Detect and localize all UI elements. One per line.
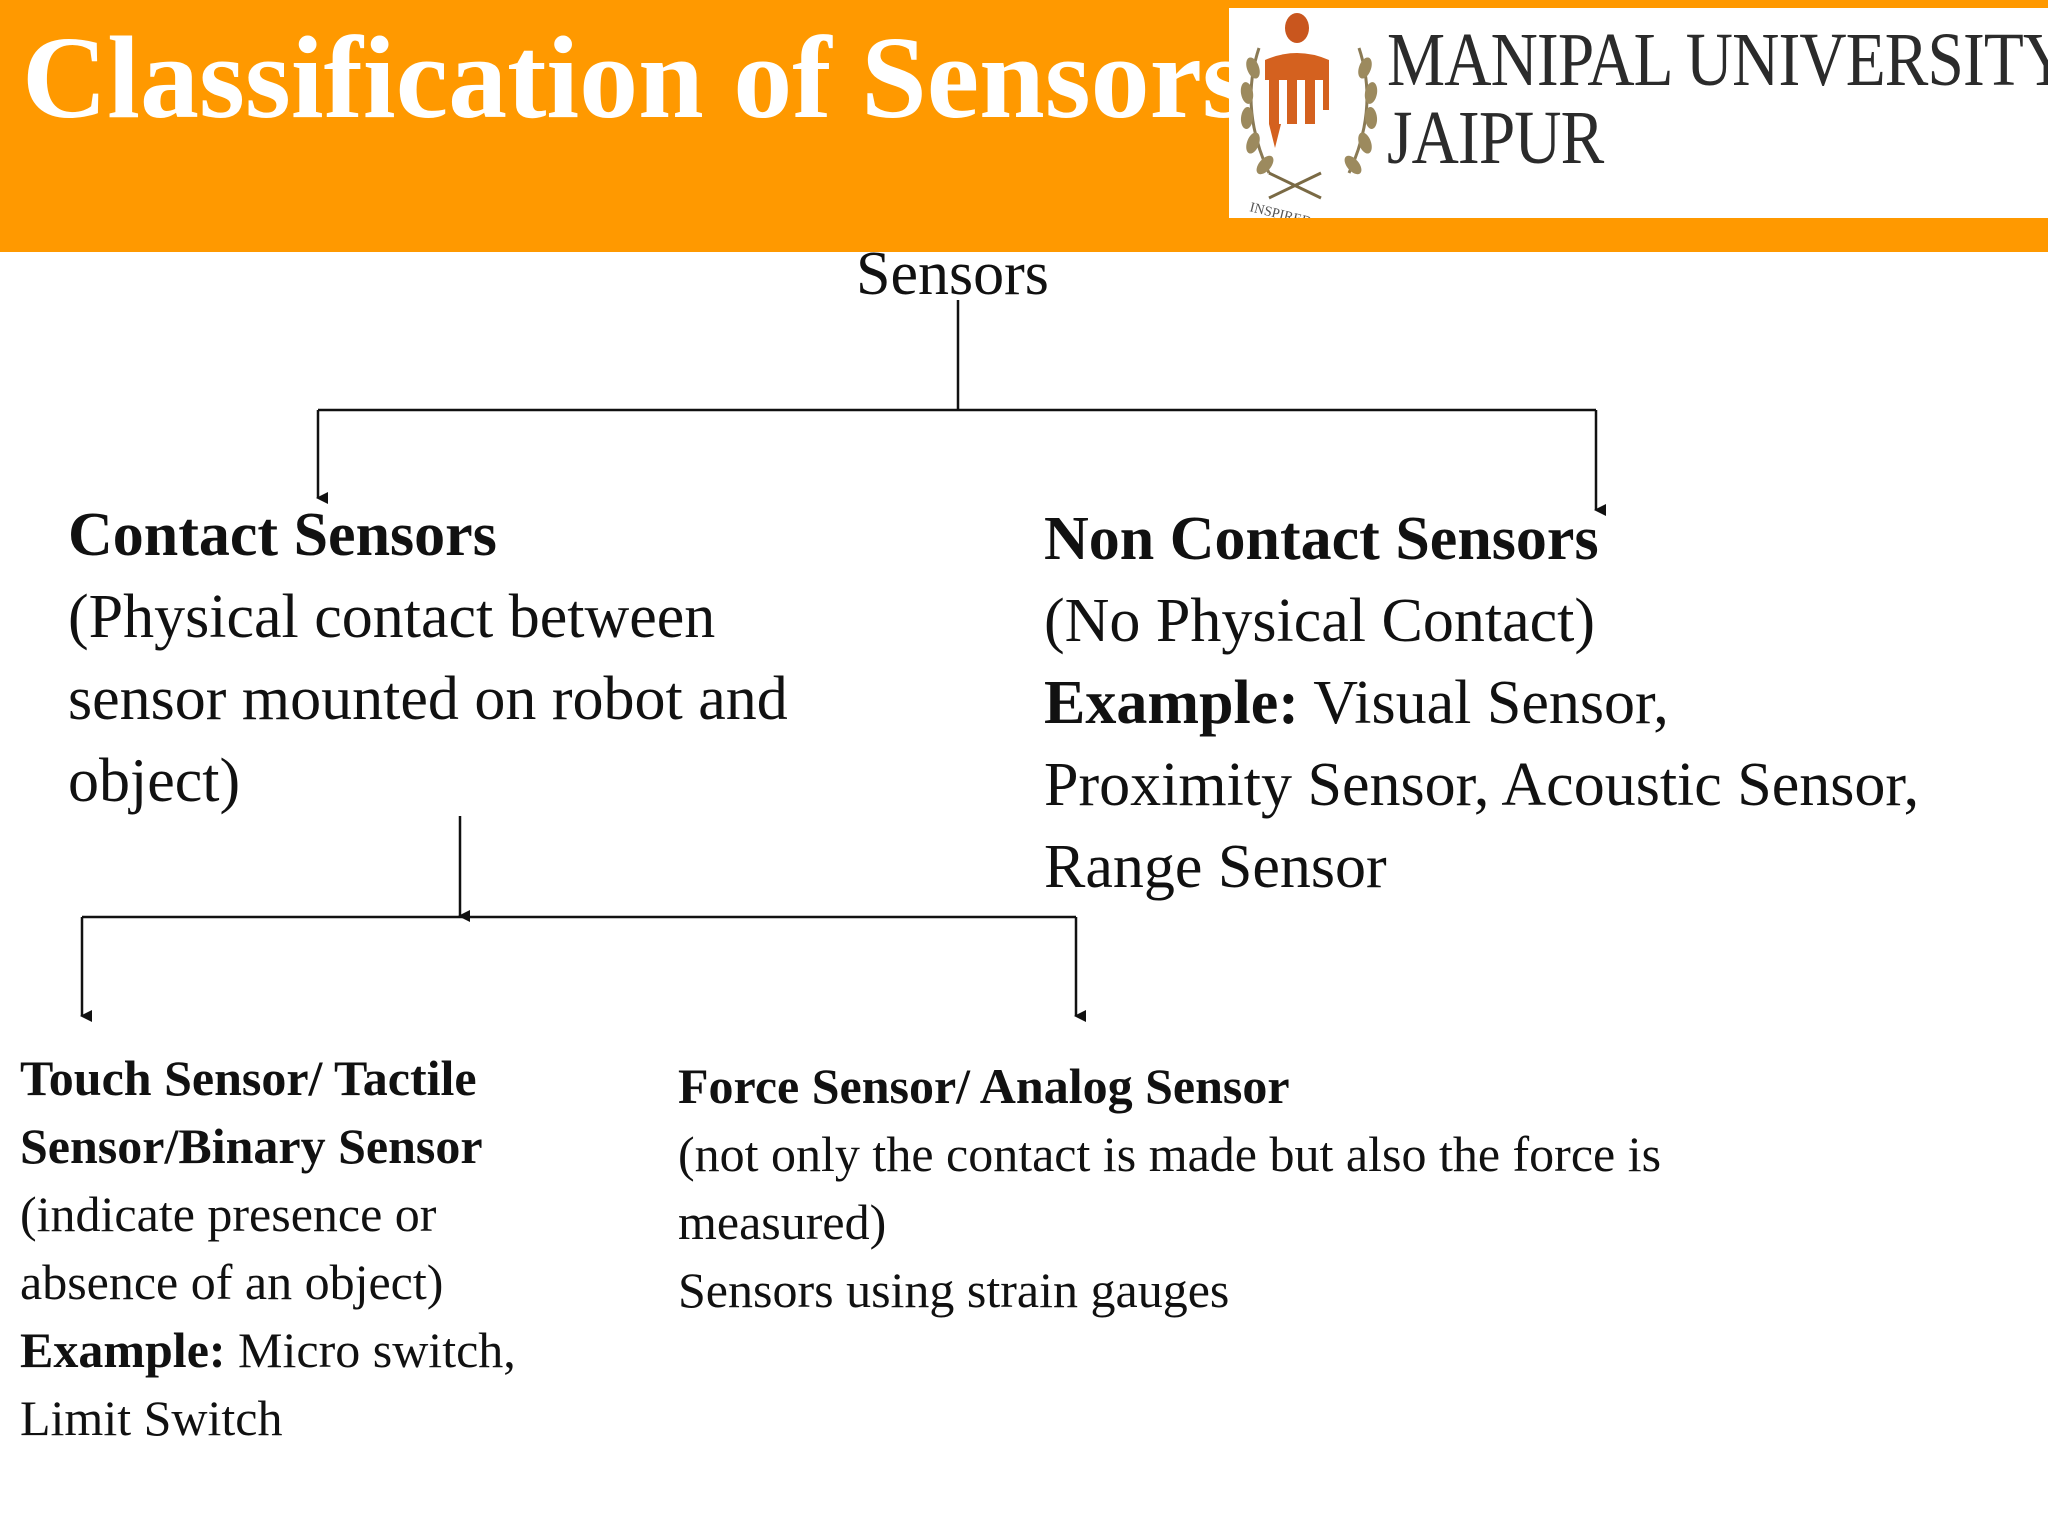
touch-sensor-heading: Touch Sensor/ Tactile: [20, 1050, 477, 1106]
contact-sensors-node: Contact Sensors (Physical contact betwee…: [68, 494, 788, 822]
non-contact-example-line: Example: Visual Sensor,: [1044, 662, 1919, 744]
university-name-line1: MANIPAL UNIVERSITY: [1387, 18, 2048, 102]
university-logo: INSPIRED BY LIFE MANIPAL UNIVERSITY JAIP…: [1229, 8, 2048, 218]
non-contact-example-line: Proximity Sensor, Acoustic Sensor,: [1044, 751, 1920, 819]
contact-sensors-desc-line: sensor mounted on robot and: [68, 665, 788, 733]
touch-sensor-example-line: Example: Micro switch,: [20, 1316, 516, 1384]
example-text: Micro switch,: [225, 1322, 516, 1378]
non-contact-sensors-node: Non Contact Sensors (No Physical Contact…: [1044, 498, 1919, 908]
force-sensor-desc: Sensors using strain gauges: [678, 1262, 1230, 1318]
slide-title: Classification of Sensors: [22, 12, 1248, 143]
manipal-university-emblem-icon: INSPIRED BY LIFE: [1240, 13, 1378, 218]
non-contact-example-line: Range Sensor: [1044, 833, 1387, 901]
force-sensor-desc: measured): [678, 1194, 887, 1250]
touch-sensor-desc: (indicate presence or: [20, 1186, 437, 1242]
contact-sensors-desc-line: (Physical contact between: [68, 583, 716, 651]
contact-sensors-desc-line: object): [68, 747, 241, 815]
root-node-sensors: Sensors: [856, 240, 1049, 308]
contact-sensors-heading: Contact Sensors: [68, 501, 497, 569]
force-sensor-node: Force Sensor/ Analog Sensor (not only th…: [678, 1052, 1661, 1324]
touch-sensor-node: Touch Sensor/ Tactile Sensor/Binary Sens…: [20, 1044, 516, 1452]
force-sensor-heading: Force Sensor/ Analog Sensor: [678, 1058, 1290, 1114]
example-text: Visual Sensor,: [1298, 669, 1669, 737]
non-contact-sensors-heading: Non Contact Sensors: [1044, 505, 1599, 573]
example-label: Example:: [20, 1322, 226, 1378]
touch-sensor-desc: absence of an object): [20, 1254, 444, 1310]
university-name-line2: JAIPUR: [1387, 96, 1604, 180]
non-contact-sensors-desc: (No Physical Contact): [1044, 587, 1596, 655]
touch-sensor-heading: Sensor/Binary Sensor: [20, 1118, 483, 1174]
example-label: Example:: [1044, 669, 1299, 737]
touch-sensor-example-line: Limit Switch: [20, 1390, 283, 1446]
force-sensor-desc: (not only the contact is made but also t…: [678, 1126, 1662, 1182]
